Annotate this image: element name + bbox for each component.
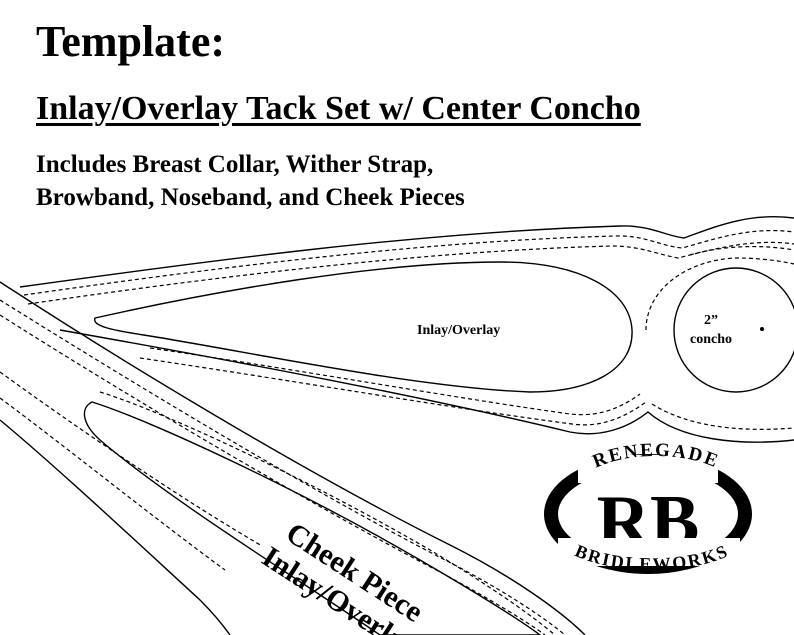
includes-description: Includes Breast Collar, Wither Strap, Br…: [36, 148, 465, 214]
includes-line-1: Includes Breast Collar, Wither Strap,: [36, 151, 434, 178]
cheek-stitch-1: [0, 299, 566, 635]
stitch-line-upper-1: [23, 229, 794, 296]
main-piece-lower-edge: [59, 329, 794, 443]
inlay-overlay-label: Inlay/Overlay: [417, 323, 500, 338]
concho-size-label: 2”: [704, 313, 718, 328]
cheek-piece-outer-top-edge: [0, 281, 586, 635]
logo-inner-ellipse: [558, 468, 738, 560]
stitch-line-lower-2: [149, 347, 641, 416]
includes-line-2: Browband, Noseband, and Cheek Pieces: [36, 184, 465, 211]
inlay-overlay-cutout: [94, 261, 633, 393]
page-subtitle: Inlay/Overlay Tack Set w/ Center Concho: [36, 90, 641, 127]
cheek-piece: [0, 281, 586, 635]
main-tack-piece: [19, 216, 794, 443]
cheek-stitch-3: [0, 371, 263, 547]
concho-word-label: concho: [690, 332, 732, 347]
logo-top-band: [578, 455, 718, 483]
cheek-inlay-cutout: [83, 401, 542, 635]
cheek-piece-outer-bottom-edge: [0, 419, 231, 635]
cheek-stitch-4: [0, 397, 226, 571]
cheek-inlay-stitch: [99, 391, 556, 635]
logo-bottom-band: [558, 538, 740, 566]
stitch-line-concho-lower: [651, 403, 794, 430]
main-piece-outer-edge: [19, 216, 794, 288]
concho-circle: [673, 267, 794, 393]
stitch-line-concho-upper: [689, 245, 794, 256]
renegade-bridleworks-logo: RB RENEGADE BRIDLEWORKS: [544, 440, 752, 574]
concho-loop-stitch: [645, 257, 794, 331]
stitch-line-upper-2: [27, 241, 794, 305]
cheek-stitch-2: [0, 314, 546, 635]
concho-center-dot: [760, 327, 764, 331]
stitch-line-lower-1: [139, 357, 647, 426]
page-title: Template:: [36, 17, 226, 66]
